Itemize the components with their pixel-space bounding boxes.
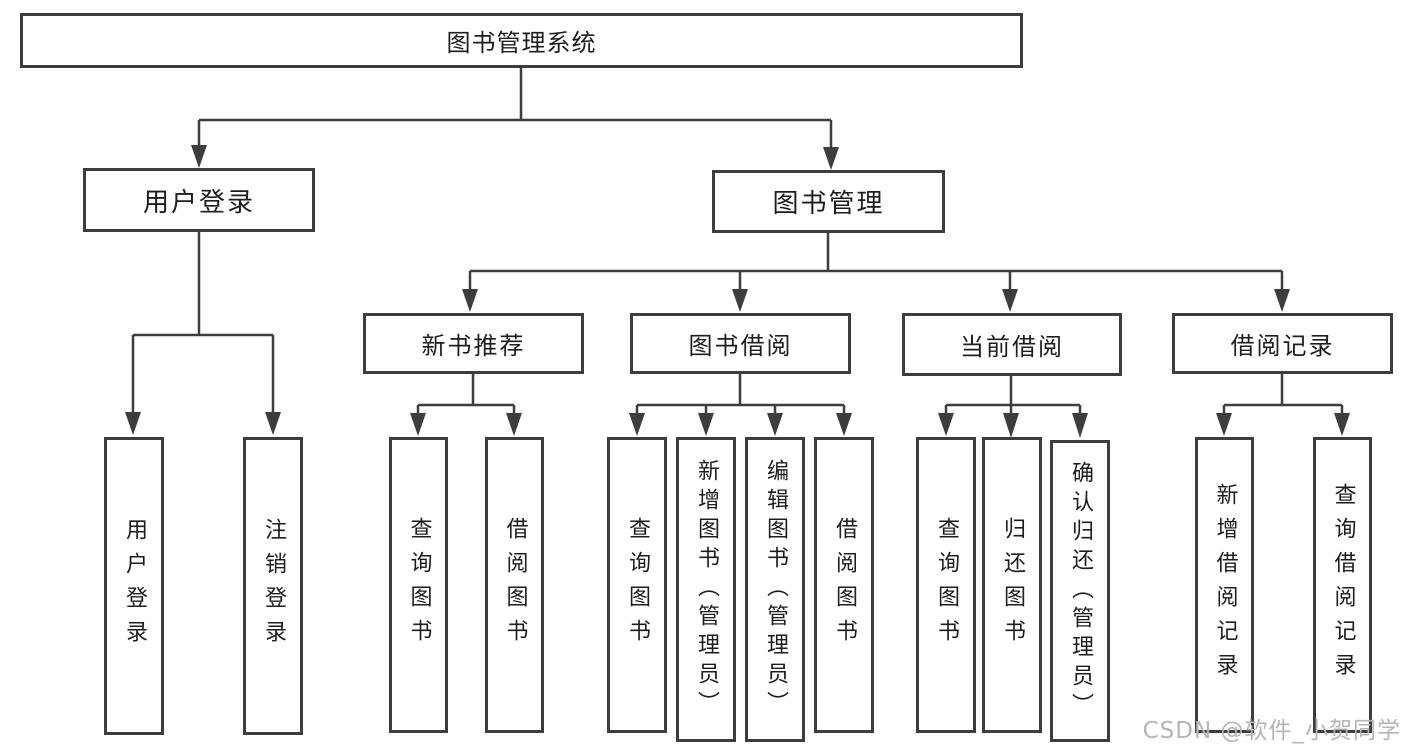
node-label: 当前借阅 [960,333,1064,361]
node-book-borrow: 图书借阅 [630,313,851,374]
node-label: 新增图书（管理员） [694,459,719,720]
node-current-borrow: 当前借阅 [902,313,1122,376]
node-label: 图书管理系统 [446,29,597,57]
node-library-management-system: 图书管理系统 [20,13,1023,68]
leaf-confirm-return-admin: 确认归还（管理员） [1050,440,1110,742]
leaf-query-borrow-record: 查询借阅记录 [1313,437,1372,733]
node-label: 新书推荐 [421,332,526,360]
leaf-return-book: 归还图书 [982,437,1042,733]
node-label: 查询图书 [934,517,959,653]
leaf-borrow-books-recommend: 借阅图书 [485,437,544,733]
node-label: 图书借阅 [688,332,793,360]
leaf-user-login: 用户登录 [104,437,164,735]
leaf-borrow-books: 借阅图书 [814,437,874,733]
node-label: 用户登录 [122,518,147,654]
node-label: 查询借阅记录 [1330,483,1356,687]
leaf-add-book-admin: 新增图书（管理员） [676,437,736,742]
leaf-query-books-recommend: 查询图书 [389,437,448,733]
node-label: 借阅图书 [502,517,528,653]
node-borrow-records: 借阅记录 [1172,313,1393,374]
watermark: CSDN @软件_小贺同学 [1142,718,1401,744]
node-label: 归还图书 [1000,517,1025,653]
leaf-query-books-borrow: 查询图书 [607,437,667,733]
node-book-management: 图书管理 [712,170,945,233]
node-label: 编辑图书（管理员） [763,459,788,720]
leaf-add-borrow-record: 新增借阅记录 [1195,437,1254,733]
leaf-query-books-current: 查询图书 [916,437,976,733]
node-label: 确认归还（管理员） [1068,460,1093,722]
node-label: 注销登录 [261,518,286,654]
node-user-login: 用户登录 [83,168,315,232]
node-label: 查询图书 [406,517,432,653]
node-label: 用户登录 [142,187,255,218]
node-label: 借阅图书 [832,517,857,653]
node-label: 新增借阅记录 [1212,483,1238,687]
node-label: 借阅记录 [1230,332,1335,360]
leaf-edit-book-admin: 编辑图书（管理员） [745,437,805,742]
node-label: 查询图书 [625,517,650,653]
leaf-logout: 注销登录 [243,437,303,735]
node-label: 图书管理 [772,189,885,219]
node-new-book-recommend: 新书推荐 [363,313,584,374]
